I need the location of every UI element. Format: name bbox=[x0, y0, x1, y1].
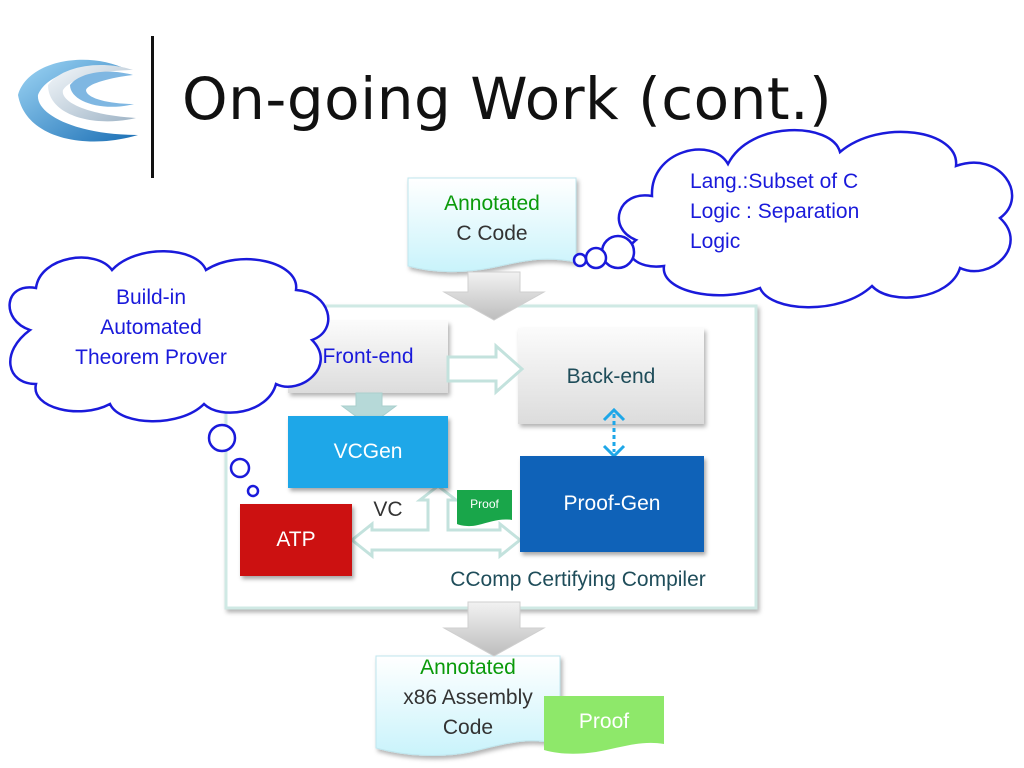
output-doc-line2: x86 Assembly bbox=[403, 686, 533, 709]
input-document-shape bbox=[407, 177, 577, 273]
output-proof-label: Proof bbox=[578, 710, 630, 733]
input-doc-line2: C Code bbox=[456, 222, 528, 245]
slide-title: On-going Work (cont.) bbox=[182, 65, 833, 133]
thought-bubble-l1 bbox=[207, 423, 237, 453]
thought-bubble-r1 bbox=[600, 234, 636, 270]
atp-label: ATP bbox=[276, 528, 316, 551]
arrow-down-out-of-compiler bbox=[442, 601, 546, 657]
vcgen-label: VCGen bbox=[333, 440, 403, 463]
small-proof-shape bbox=[457, 490, 512, 527]
cloud-left-line1: Build-in bbox=[115, 286, 187, 309]
cloud-right-line2: Logic : Separation bbox=[690, 200, 860, 223]
thought-bubble-r2 bbox=[584, 246, 608, 270]
thought-bubble-l3 bbox=[246, 484, 260, 498]
output-doc-line3: Code bbox=[442, 716, 494, 739]
back-end-label: Back-end bbox=[566, 365, 656, 388]
atp-box: ATP bbox=[240, 504, 352, 576]
proof-gen-label: Proof-Gen bbox=[563, 492, 661, 515]
title-divider bbox=[151, 36, 154, 178]
vc-label: VC bbox=[373, 498, 403, 521]
cloud-left-shape bbox=[8, 250, 330, 423]
arrow-atp-proofgen bbox=[349, 484, 523, 560]
cloud-left-line3: Theorem Prover bbox=[75, 346, 227, 369]
compiler-label: CComp Certifying Compiler bbox=[450, 568, 706, 591]
cloud-right-line1: Lang.:Subset of C bbox=[690, 170, 859, 193]
front-end-label: Front-end bbox=[322, 345, 414, 368]
small-proof-label: Proof bbox=[470, 497, 499, 511]
cloud-left-line2: Automated bbox=[100, 316, 202, 339]
cloud-right-shape bbox=[617, 128, 1014, 309]
vcgen-box: VCGen bbox=[288, 416, 448, 488]
arrow-down-into-compiler bbox=[442, 271, 546, 321]
thought-bubble-l2 bbox=[229, 457, 251, 479]
output-doc-line1: Annotated bbox=[420, 656, 516, 679]
back-end-box bbox=[518, 328, 704, 424]
proof-gen-box: Proof-Gen bbox=[520, 456, 704, 552]
output-proof-shape bbox=[544, 696, 664, 754]
input-doc-line1: Annotated bbox=[444, 192, 540, 215]
cloud-right-line3: Logic bbox=[690, 230, 741, 253]
thought-bubble-r3 bbox=[572, 252, 588, 268]
arrow-front-to-back bbox=[446, 342, 525, 396]
swoosh-logo-icon bbox=[18, 59, 138, 142]
